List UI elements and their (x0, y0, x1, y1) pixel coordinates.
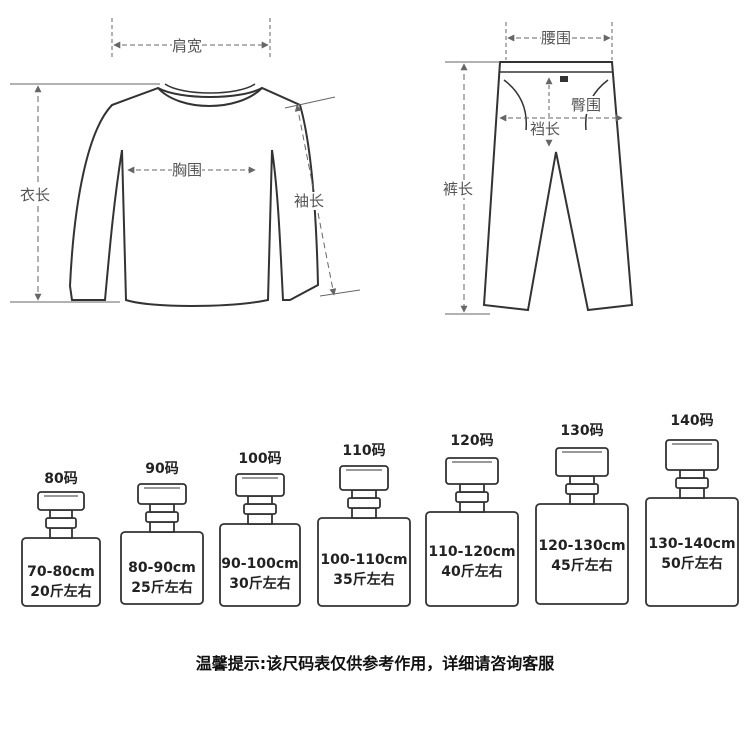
shirt-illustration (68, 83, 320, 307)
bottle-icon: 90-100cm 30斤左右 (218, 468, 302, 608)
chest-label: 胸围 (172, 161, 203, 179)
rise-label: 裆长 (530, 120, 561, 138)
size-height: 90-100cm (221, 556, 299, 572)
size-name: 100码 (238, 451, 282, 467)
size-height: 70-80cm (27, 564, 95, 580)
size-item: 90码 80-90cm 25斤左右 (118, 458, 206, 608)
shoulder-width-label: 肩宽 (172, 37, 203, 55)
size-height: 130-140cm (648, 536, 736, 552)
bottle-icon: 70-80cm 20斤左右 (18, 488, 104, 608)
size-weight: 50斤左右 (661, 556, 723, 572)
size-weight: 40斤左右 (441, 564, 503, 580)
size-height: 100-110cm (320, 552, 408, 568)
pants-length-label: 裤长 (443, 180, 474, 198)
shirt-length-label: 衣长 (20, 186, 51, 204)
hip-label: 臀围 (571, 96, 602, 114)
notice-text: 温馨提示:该尺码表仅供参考作用，详细请咨询客服 (195, 654, 555, 673)
size-weight: 30斤左右 (229, 576, 291, 592)
size-name: 110码 (342, 443, 386, 459)
size-item: 120码 110-120cm 40斤左右 (424, 430, 520, 608)
size-name: 130码 (560, 423, 604, 439)
sleeve-length-label: 袖长 (294, 192, 325, 210)
size-weight: 45斤左右 (551, 558, 613, 574)
size-name: 120码 (450, 433, 494, 449)
bottle-icon: 100-110cm 35斤左右 (316, 460, 412, 608)
size-item: 130码 120-130cm 45斤左右 (534, 420, 630, 606)
waist-label: 腰围 (541, 29, 572, 47)
size-height: 110-120cm (428, 544, 516, 560)
bottle-icon: 130-140cm 50斤左右 (644, 430, 740, 608)
size-name: 80码 (44, 471, 78, 487)
size-item: 110码 100-110cm 35斤左右 (316, 440, 412, 608)
size-item: 140码 130-140cm 50斤左右 (644, 410, 740, 608)
size-name: 90码 (145, 461, 179, 477)
pants-illustration (482, 61, 634, 312)
size-item: 80码 70-80cm 20斤左右 (18, 468, 104, 608)
size-weight: 20斤左右 (30, 584, 92, 600)
garment-diagram (10, 18, 634, 315)
size-name: 140码 (670, 413, 714, 429)
size-item: 100码 90-100cm 30斤左右 (218, 448, 302, 608)
bottle-icon: 80-90cm 25斤左右 (118, 478, 206, 608)
bottle-icon: 110-120cm 40斤左右 (424, 450, 520, 608)
size-height: 120-130cm (538, 538, 626, 554)
size-weight: 25斤左右 (131, 580, 193, 596)
size-height: 80-90cm (128, 560, 196, 576)
size-weight: 35斤左右 (333, 572, 395, 588)
bottle-icon: 120-130cm 45斤左右 (534, 440, 630, 606)
